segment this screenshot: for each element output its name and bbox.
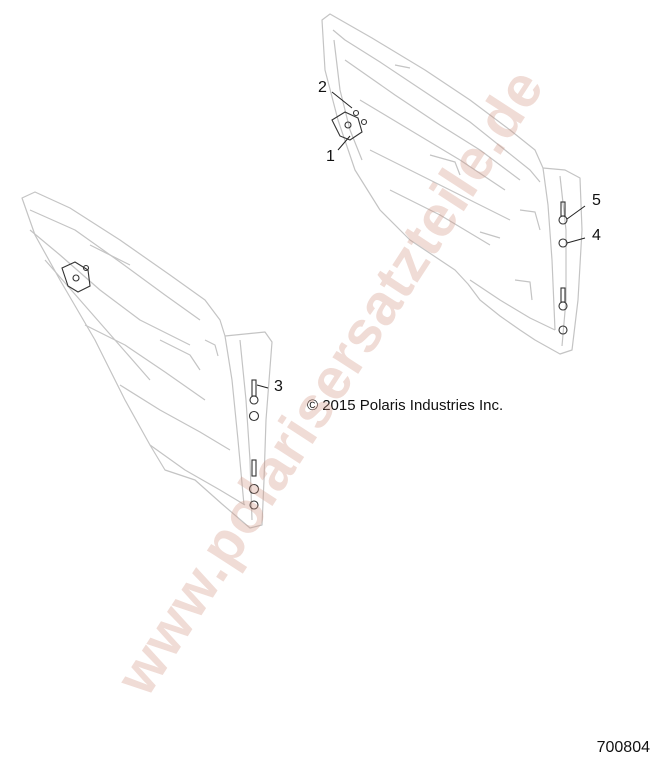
callout-5: 5 <box>592 192 601 209</box>
callout-3: 3 <box>274 378 283 395</box>
right-door-panel <box>321 13 583 355</box>
bolt-and-nut-left <box>248 379 260 510</box>
diagram-part-number: 700804 <box>596 739 650 756</box>
bracket-hardware-right <box>331 109 368 141</box>
bracket-hardware-left <box>61 261 91 293</box>
callout-4: 4 <box>592 227 601 244</box>
callout-2: 2 <box>318 79 327 96</box>
copyright-notice: © 2015 Polaris Industries Inc. <box>307 397 504 414</box>
left-door-panel <box>21 191 273 529</box>
callout-1: 1 <box>326 148 335 165</box>
